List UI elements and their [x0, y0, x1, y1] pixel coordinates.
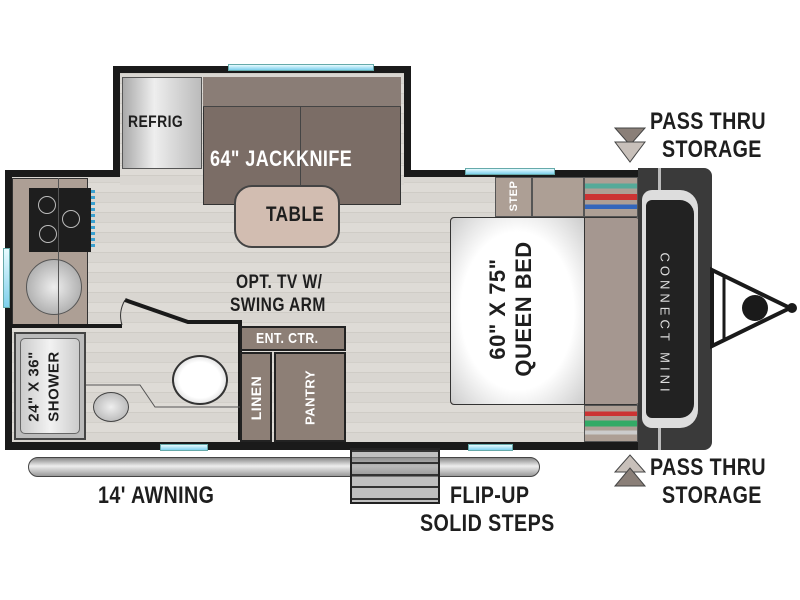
- pass-thru-bottom-line1: PASS THRU: [650, 454, 766, 481]
- table-label: TABLE: [266, 203, 325, 226]
- bath-wall: [12, 324, 122, 328]
- tv-label-line1: OPT. TV W/: [236, 272, 323, 293]
- burner-icon: [62, 210, 80, 228]
- pass-thru-top-line1: PASS THRU: [650, 108, 766, 135]
- ent-ctr-label: ENT. CTR.: [256, 330, 319, 347]
- storage-cabinet: [532, 177, 584, 217]
- entertainment-center: [240, 326, 346, 351]
- reading-lights: [584, 177, 638, 217]
- toilet: [172, 355, 228, 405]
- pass-thru-bottom-line2: STORAGE: [662, 482, 762, 509]
- sofa-cushion-divider: [300, 107, 301, 205]
- awning-label: 14' AWNING: [98, 482, 215, 509]
- table: [234, 185, 340, 248]
- stove-knobs: [91, 190, 95, 250]
- counter-divider: [58, 178, 59, 326]
- linen-closet: [240, 352, 272, 442]
- refrigerator: [122, 77, 202, 169]
- window: [3, 248, 10, 308]
- jackknife-label: 64" JACKKNIFE: [210, 146, 353, 171]
- window: [465, 168, 555, 175]
- mattress: [451, 218, 585, 404]
- pantry: [274, 352, 346, 442]
- bath-sink: [93, 392, 129, 422]
- sofa-backrest: [203, 77, 401, 107]
- refrig-label: REFRIG: [128, 112, 184, 131]
- shower-pan: [20, 338, 80, 434]
- flip-up-steps: [350, 448, 440, 504]
- awning: [28, 457, 540, 477]
- steps-label-line1: FLIP-UP: [450, 482, 530, 509]
- burner-icon: [38, 196, 56, 214]
- window: [468, 444, 513, 451]
- arrow-down-icon: [613, 127, 647, 163]
- window: [160, 444, 208, 451]
- steps-label-line2: SOLID STEPS: [420, 510, 555, 537]
- pass-thru-top-line2: STORAGE: [662, 136, 762, 163]
- reading-lights: [584, 405, 638, 442]
- burner-icon: [39, 225, 57, 243]
- kitchen-sink: [26, 259, 82, 315]
- arrow-up-icon: [613, 454, 647, 487]
- tv-label-line2: SWING ARM: [230, 295, 326, 316]
- front-window: [646, 200, 694, 418]
- window: [228, 64, 374, 71]
- step: [495, 177, 532, 217]
